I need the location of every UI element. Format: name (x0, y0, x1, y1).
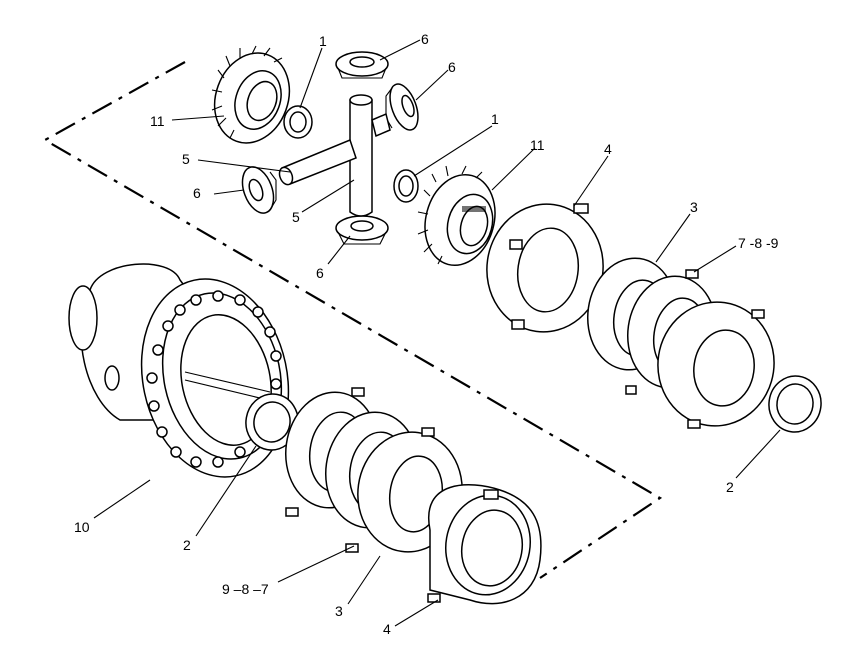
callout-pinion-6b: 6 (448, 59, 456, 75)
callout-washer-2a: 2 (726, 479, 734, 495)
callout-washer-1b: 1 (491, 111, 499, 127)
pinion-gear-left (241, 166, 277, 214)
pinion-gear-bottom (335, 215, 389, 245)
callout-side-gear-11b: 11 (530, 137, 545, 153)
side-gear-middle (417, 165, 496, 267)
assembly-dash-line (42, 61, 663, 579)
callout-discs-9-8-7: 9 –8 –7 (222, 581, 269, 597)
spring-plate-lower (427, 484, 542, 605)
thrust-washer-middle (393, 169, 419, 203)
callout-discs-7-8-9: 7 -8 -9 (738, 235, 779, 251)
thrust-washer-upper (283, 105, 313, 139)
callout-washer-1a: 1 (319, 33, 327, 49)
thrust-washer-right (768, 375, 822, 433)
callout-pinion-6a: 6 (421, 31, 429, 47)
cross-shaft-vertical (349, 94, 373, 217)
callout-side-gear-11a: 11 (150, 113, 165, 129)
callout-washer-2b: 2 (183, 537, 191, 553)
callout-pinion-6c: 6 (193, 185, 201, 201)
differential-case (68, 263, 290, 478)
spring-plate-upper (486, 203, 604, 333)
callout-disc-3a: 3 (690, 199, 698, 215)
callouts: 1 6 6 11 1 11 5 6 5 4 3 7 -8 -9 6 2 10 2… (74, 31, 779, 637)
callout-case-10: 10 (74, 519, 90, 535)
pinion-gear-top (335, 51, 389, 79)
callout-shaft-5a: 5 (182, 151, 190, 167)
side-gear-upper (211, 45, 291, 144)
pinion-gear-right (385, 83, 419, 131)
case-bolt-holes (146, 290, 282, 468)
callout-pinion-6d: 6 (316, 265, 324, 281)
callout-disc-3b: 3 (335, 603, 343, 619)
callout-plate-4b: 4 (383, 621, 391, 637)
callout-plate-4a: 4 (604, 141, 612, 157)
clutch-pack-upper (586, 257, 775, 429)
leader-lines (93, 39, 781, 627)
callout-shaft-5b: 5 (292, 209, 300, 225)
